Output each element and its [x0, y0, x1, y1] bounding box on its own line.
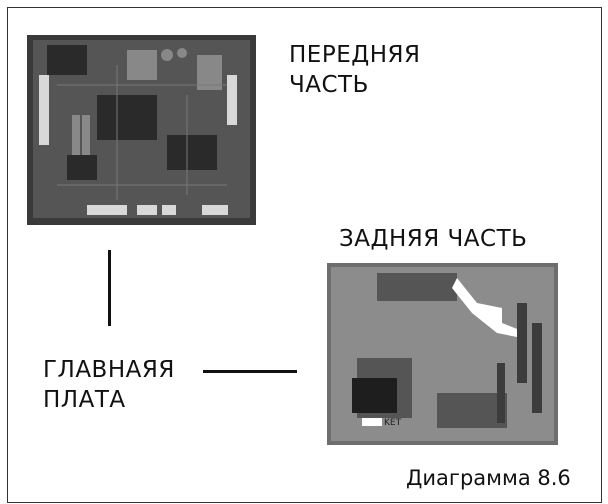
board-marking: KET — [384, 418, 402, 428]
label-front-line1: ПЕРЕДНЯЯ — [289, 41, 420, 70]
label-main-line1: ГЛАВНАЯЯ — [43, 356, 175, 385]
connector-horizontal — [203, 370, 297, 373]
diagram-caption: Диаграмма 8.6 — [406, 466, 571, 490]
label-back: ЗАДНЯЯ ЧАСТЬ — [339, 225, 527, 254]
connector-vertical — [108, 250, 111, 326]
board-back-photo: KET — [327, 263, 558, 445]
label-main-line2: ПЛАТА — [43, 386, 126, 415]
board-front-photo — [27, 35, 256, 225]
label-front-line2: ЧАСТЬ — [289, 71, 369, 100]
